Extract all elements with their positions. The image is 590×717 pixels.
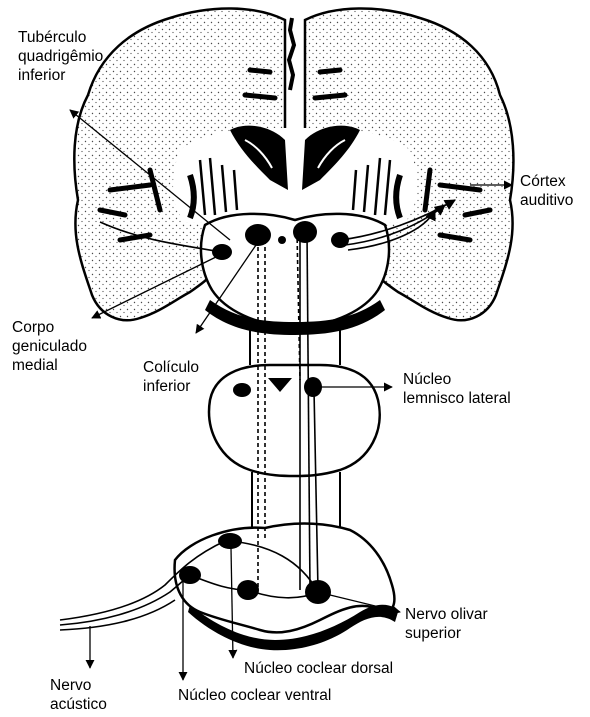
label-nucleo-coclear-dorsal: Núcleo coclear dorsal: [244, 659, 393, 678]
label-line: Corpo: [12, 318, 87, 337]
label-line: Tubérculo: [18, 28, 103, 47]
label-line: Núcleo: [403, 370, 511, 389]
label-cortex-auditivo: Córtex auditivo: [520, 172, 573, 210]
label-line: acústico: [50, 695, 107, 714]
label-line: quadrigêmio: [18, 47, 103, 66]
label-line: inferior: [143, 377, 199, 396]
label-line: superior: [405, 624, 488, 643]
label-nucleo-lemnisco: Núcleo lemnisco lateral: [403, 370, 511, 408]
label-line: Núcleo coclear ventral: [178, 686, 331, 705]
label-nucleo-coclear-ventral: Núcleo coclear ventral: [178, 686, 331, 705]
label-line: Colículo: [143, 358, 199, 377]
aqueduct: [278, 236, 286, 244]
label-line: geniculado: [12, 337, 87, 356]
lemniscus-left: [233, 383, 251, 397]
label-line: lemnisco lateral: [403, 389, 511, 408]
label-nervo-olivar: Nervo olivar superior: [405, 605, 488, 643]
label-tuberculo-quadrigemio: Tubérculo quadrigêmio inferior: [18, 28, 103, 85]
pons-section: [209, 365, 380, 476]
label-line: Nervo: [50, 676, 107, 695]
label-line: auditivo: [520, 191, 573, 210]
brainstem: [175, 328, 398, 650]
longitudinal-fissure: [289, 18, 294, 90]
label-line: Núcleo coclear dorsal: [244, 659, 393, 678]
label-nervo-acustico: Nervo acústico: [50, 676, 107, 714]
label-line: Córtex: [520, 172, 573, 191]
central-white-matter: [173, 128, 417, 222]
label-line: inferior: [18, 66, 103, 85]
label-coliculo-inferior: Colículo inferior: [143, 358, 199, 396]
midbrain: [201, 214, 389, 335]
label-corpo-geniculado: Corpo geniculado medial: [12, 318, 87, 375]
label-line: medial: [12, 356, 87, 375]
label-line: Nervo olivar: [405, 605, 488, 624]
